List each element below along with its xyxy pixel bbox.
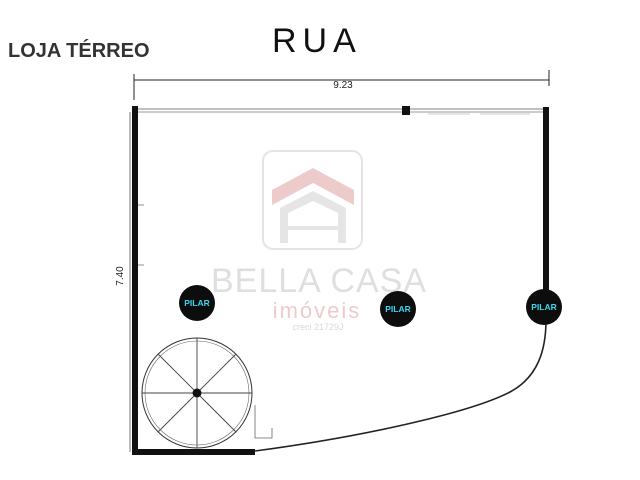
house-roof-icon (262, 150, 363, 250)
pillar-marker (526, 289, 562, 325)
spiral-staircase (141, 337, 273, 449)
depth-dimension: 7.40 (115, 112, 131, 452)
pillar-label: PILAR (385, 304, 411, 314)
width-dimension: 9.23 (133, 70, 550, 100)
pillar-3: PILAR (526, 289, 562, 325)
storefront-glazing (138, 106, 543, 115)
watermark-creci: creci 21729J (292, 322, 343, 332)
pillar-marker (380, 291, 416, 327)
pillar-2: PILAR (380, 291, 416, 327)
walls (132, 106, 549, 455)
curved-wall (254, 319, 547, 452)
pillar-label: PILAR (184, 298, 210, 308)
staircase-landing (254, 405, 273, 439)
staircase-steps (142, 338, 252, 448)
depth-dimension-label: 7.40 (115, 266, 126, 286)
pillar-1: PILAR (179, 285, 215, 321)
pillar-marker (179, 285, 215, 321)
staircase-center-post (192, 388, 202, 398)
street-label: RUA (272, 22, 362, 60)
watermark-subtitle: imóveis (273, 298, 362, 323)
floor-title: LOJA TÉRREO (8, 39, 150, 62)
storefront-post (402, 106, 410, 115)
pillar-label: PILAR (531, 302, 557, 312)
width-dimension-label: 9.23 (333, 80, 353, 91)
